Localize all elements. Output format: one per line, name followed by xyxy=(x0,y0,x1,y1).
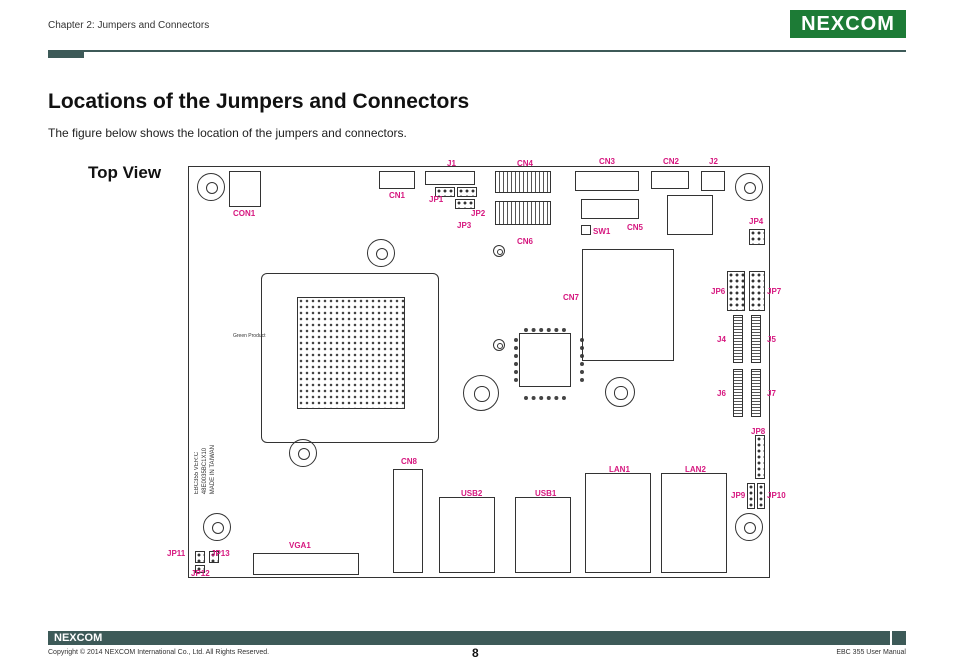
cn5-sata xyxy=(581,199,639,219)
nexcom-logo: NEXCOM xyxy=(790,10,906,38)
label-sw1: SW1 xyxy=(593,227,611,236)
cn4-header xyxy=(495,171,551,193)
label-lan2: LAN2 xyxy=(685,465,706,474)
label-j2: J2 xyxy=(709,157,718,166)
label-j4: J4 xyxy=(717,335,726,344)
label-j6: J6 xyxy=(717,389,726,398)
manual-title: EBC 355 User Manual xyxy=(836,649,906,656)
mounting-hole xyxy=(493,339,505,351)
mounting-hole xyxy=(735,173,763,201)
mounting-hole xyxy=(735,513,763,541)
sw1-switch xyxy=(581,225,591,235)
jp13-jumper xyxy=(209,551,219,563)
chapter-heading: Chapter 2: Jumpers and Connectors xyxy=(48,20,210,31)
label-jp4: JP4 xyxy=(749,217,764,226)
header-rule-block xyxy=(48,50,84,58)
mounting-hole xyxy=(289,439,317,467)
cn1-connector xyxy=(379,171,415,189)
jp11-jumper xyxy=(195,551,205,563)
jp2-jumper xyxy=(457,187,477,197)
label-cn7: CN7 xyxy=(563,293,580,302)
label-j1: J1 xyxy=(447,159,456,168)
footer-bar xyxy=(48,631,890,645)
io-chip xyxy=(514,328,584,400)
jp3-jumper xyxy=(455,199,475,209)
label-con1: CON1 xyxy=(233,209,256,218)
section-title: Top View xyxy=(88,163,162,182)
lan1-port xyxy=(585,473,651,573)
board-silkscreen: EBC355 VER:C 48E0035BC1X10 MADE IN TAIWA… xyxy=(194,445,216,495)
cn2-connector xyxy=(651,171,689,189)
label-cn3: CN3 xyxy=(599,157,616,166)
cn8-cf-slot xyxy=(393,469,423,573)
header-rule xyxy=(48,50,906,52)
label-jp2: JP2 xyxy=(471,209,486,218)
label-cn4: CN4 xyxy=(517,159,534,168)
j7-connector xyxy=(751,369,761,417)
label-jp13: JP13 xyxy=(211,549,230,558)
label-cn1: CN1 xyxy=(389,191,406,200)
label-jp8: JP8 xyxy=(751,427,766,436)
page-title: Locations of the Jumpers and Connectors xyxy=(48,90,470,113)
jp7-jumper xyxy=(749,271,765,311)
label-j7: J7 xyxy=(767,389,776,398)
lan2-port xyxy=(661,473,727,573)
label-jp12: JP12 xyxy=(191,569,210,578)
mounting-hole xyxy=(367,239,395,267)
j2-connector xyxy=(701,171,725,191)
con1-power-connector xyxy=(229,171,261,207)
board-diagram: EBC355 VER:C 48E0035BC1X10 MADE IN TAIWA… xyxy=(167,157,786,578)
jp1-jumper xyxy=(435,187,455,197)
j5-connector xyxy=(751,315,761,363)
green-product-mark: Green Product xyxy=(233,333,266,339)
usb2-port xyxy=(439,497,495,573)
label-cn5: CN5 xyxy=(627,223,644,232)
label-j5: J5 xyxy=(767,335,776,344)
mounting-hole xyxy=(197,173,225,201)
jp9-jumper xyxy=(747,483,755,509)
copyright: Copyright © 2014 NEXCOM International Co… xyxy=(48,649,270,656)
label-vga1: VGA1 xyxy=(289,541,311,550)
label-jp6: JP6 xyxy=(711,287,726,296)
label-jp9: JP9 xyxy=(731,491,746,500)
jp6-jumper xyxy=(727,271,745,311)
jp8-jumper xyxy=(755,435,765,479)
label-cn8: CN8 xyxy=(401,457,418,466)
battery-holder xyxy=(463,375,499,411)
j4-connector xyxy=(733,315,743,363)
label-lan1: LAN1 xyxy=(609,465,630,474)
cn6-header xyxy=(495,201,551,225)
usb1-port xyxy=(515,497,571,573)
mounting-hole xyxy=(605,377,635,407)
label-jp3: JP3 xyxy=(457,221,472,230)
heatsink-outline xyxy=(261,273,439,443)
mini-pcie-slot xyxy=(582,249,674,361)
page-number: 8 xyxy=(472,646,479,660)
jp12-jumper xyxy=(195,565,205,573)
label-usb2: USB2 xyxy=(461,489,483,498)
label-usb1: USB1 xyxy=(535,489,557,498)
footer-block xyxy=(892,631,906,645)
jp4-jumper xyxy=(749,229,765,245)
jp10-jumper xyxy=(757,483,765,509)
audio-jack xyxy=(667,195,713,235)
intro-text: The figure below shows the location of t… xyxy=(48,126,407,140)
mounting-hole xyxy=(493,245,505,257)
cpu-bga xyxy=(297,297,405,409)
footer-logo: NEXCOM xyxy=(54,632,103,644)
label-jp10: JP10 xyxy=(767,491,786,500)
vga1-connector xyxy=(253,553,359,575)
label-jp7: JP7 xyxy=(767,287,782,296)
mounting-hole xyxy=(203,513,231,541)
j1-connector xyxy=(425,171,475,185)
label-jp11: JP11 xyxy=(167,549,186,558)
label-jp1: JP1 xyxy=(429,195,444,204)
cn3-sata xyxy=(575,171,639,191)
label-cn6: CN6 xyxy=(517,237,534,246)
label-cn2: CN2 xyxy=(663,157,680,166)
j6-connector xyxy=(733,369,743,417)
